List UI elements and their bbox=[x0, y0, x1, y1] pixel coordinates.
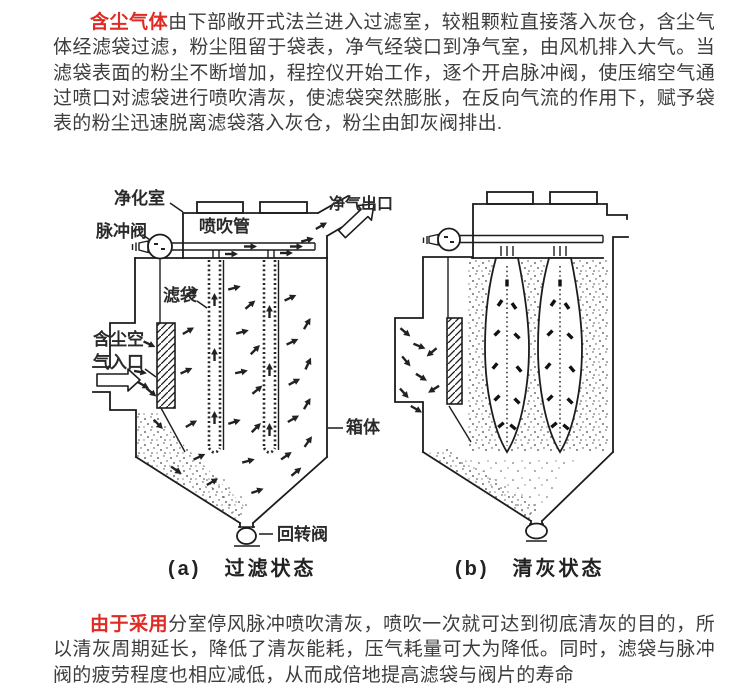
label-rotary-valve: 回转阀 bbox=[277, 524, 328, 544]
label-pulse-valve: 脉冲阀 bbox=[95, 221, 147, 241]
rotary-valve bbox=[234, 526, 260, 547]
label-inlet-line2: 气入口 bbox=[92, 352, 144, 372]
label-box-body: 箱体 bbox=[346, 417, 381, 437]
label-filter-bag: 滤袋 bbox=[163, 285, 198, 305]
caption-a: (a) 过滤状态 bbox=[168, 556, 316, 580]
blow-pipe bbox=[172, 242, 316, 251]
filter-bags bbox=[207, 260, 280, 454]
intro-body: 由下部敞开式法兰进入过滤室，较粗颗粒直接落入灰仓，含尘气体经滤袋过滤，粉尘阻留于… bbox=[53, 12, 715, 135]
inlet-arrow bbox=[96, 368, 141, 392]
diffuser-plate bbox=[156, 322, 176, 409]
nozzles bbox=[212, 250, 275, 258]
label-clean-room: 净化室 bbox=[114, 188, 165, 208]
outro-paragraph: 由于采用分室停风脉冲喷吹清灰，喷吹一次就可达到彻底清灰的目的，所以清灰周期延长，… bbox=[53, 612, 715, 688]
intro-paragraph: 含尘气体由下部敞开式法兰进入过滤室，较粗颗粒直接落入灰仓，含尘气体经滤袋过滤，粉… bbox=[53, 10, 715, 136]
diagram-a-filtering: 净化室 脉冲阀 喷吹管 净气出口 滤袋 含尘空 气入口 箱体 回转阀 (a) 过… bbox=[92, 188, 393, 580]
label-inlet-line1: 含尘空 bbox=[93, 329, 144, 349]
blow-pipe bbox=[460, 234, 604, 244]
hopper bbox=[134, 455, 329, 528]
roof-fitting bbox=[196, 201, 244, 214]
caption-b: (b) 清灰状态 bbox=[455, 556, 605, 580]
dust-stipple bbox=[450, 455, 580, 519]
nozzles bbox=[500, 246, 567, 256]
diffuser-plate bbox=[446, 317, 463, 405]
outro-body: 分室停风脉冲喷吹清灰，喷吹一次就可达到彻底清灰的目的，所以清灰周期延长，降低了清… bbox=[53, 614, 715, 686]
intro-highlight: 含尘气体 bbox=[90, 12, 169, 33]
pulse-valve bbox=[131, 233, 173, 260]
clean-air-chamber-outline bbox=[182, 194, 358, 259]
roof-fitting bbox=[486, 191, 534, 205]
roof-fitting bbox=[259, 201, 308, 214]
diagram-b-cleaning: (b) 清灰状态 bbox=[394, 191, 629, 580]
roof-fitting bbox=[549, 191, 598, 205]
clean-air-chamber-outline bbox=[472, 203, 629, 453]
pulse-valve bbox=[422, 227, 461, 252]
leader-lines bbox=[142, 202, 343, 535]
label-clean-gas-outlet: 净气出口 bbox=[329, 194, 393, 213]
deflector bbox=[448, 405, 472, 443]
box-walls bbox=[92, 257, 328, 458]
dust-stipple bbox=[205, 470, 252, 521]
clean-gas-outlet-arrow bbox=[337, 203, 375, 239]
rotary-valve bbox=[525, 522, 548, 542]
outro-highlight: 由于采用 bbox=[90, 614, 169, 635]
label-blow-pipe: 喷吹管 bbox=[199, 216, 250, 236]
